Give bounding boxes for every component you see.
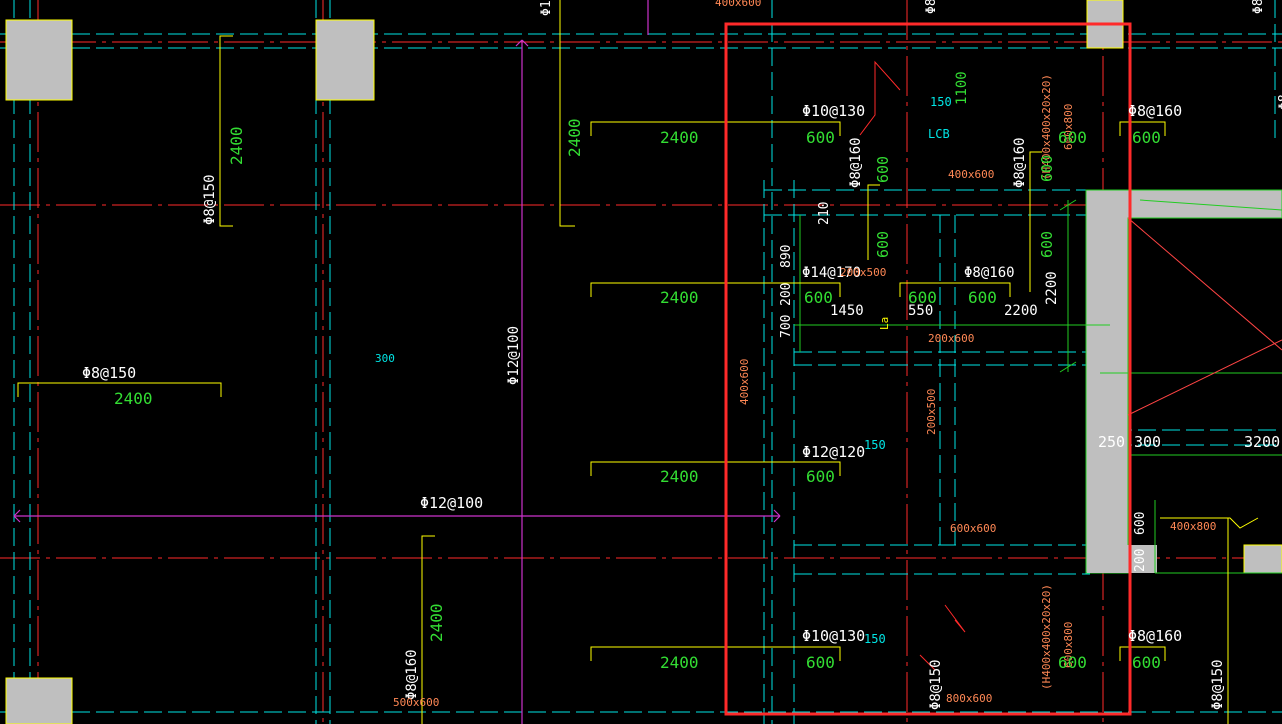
label-bar-12-100-h: Φ12@100: [420, 494, 483, 512]
label-slab-c-len2: 600: [806, 467, 835, 486]
label-bottom-len: 2400: [427, 603, 446, 642]
label-dim-2200-v: 2200: [1044, 271, 1060, 305]
label-vert-len-c: 600: [1038, 155, 1056, 182]
label-dim-1100: 1100: [954, 71, 970, 105]
label-beam-400x600: 400x600: [948, 168, 994, 181]
label-left-top-bar: Φ8@150: [202, 174, 218, 225]
label-left-mid-len: 2400: [114, 389, 153, 408]
label-slab-a-len1: 2400: [660, 128, 699, 147]
label-top-b: Φ8: [924, 0, 939, 14]
label-slab-d-len1: 2400: [660, 653, 699, 672]
label-slab-c-len1: 2400: [660, 467, 699, 486]
label-beam-vert-d2: 600x800: [1062, 622, 1075, 668]
label-right-bar-top: Φ8@160: [1128, 102, 1182, 120]
label-len-600-c: 600: [908, 288, 937, 307]
label-dim-3200: 3200: [1244, 433, 1280, 451]
label-beam-200x500: 200x500: [840, 266, 886, 279]
label-vert-len-c2: 600: [1038, 231, 1056, 258]
label-beam-200x500-v: 200x500: [925, 389, 938, 435]
label-beam-800x600: 800x600: [946, 692, 992, 705]
label-bar-12-100-v: Φ12@100: [506, 326, 522, 385]
break-marks: [859, 60, 966, 671]
label-dim-300: 300: [375, 352, 395, 365]
label-right-len-bot2: 600: [1058, 653, 1087, 672]
label-right-len-bot: 600: [1132, 653, 1161, 672]
label-bar-8-150-b: Φ8@150: [928, 659, 944, 710]
label-bar-14: Φ14@170: [802, 265, 861, 281]
label-slab-b-len2: 600: [804, 288, 833, 307]
label-beam-400x600-v: 400x600: [738, 359, 751, 405]
label-right-len-top2: 600: [1058, 128, 1087, 147]
label-dim-200: 200: [779, 283, 794, 306]
label-dim-150-b: 150: [864, 438, 886, 452]
label-vert-bar-c: Φ8@160: [1012, 137, 1028, 188]
label-left-mid-bar: Φ8@150: [82, 364, 136, 382]
columns: [5, 0, 1282, 724]
label-len-600-d: 600: [968, 288, 997, 307]
label-top-a: 400x600: [715, 0, 761, 9]
label-dim-700: 700: [779, 315, 794, 338]
label-dim-210: 210: [817, 202, 832, 225]
label-bar-8-150-c: Φ8@150: [1210, 659, 1226, 710]
label-vert-len-b2: 600: [874, 231, 892, 258]
label-top-e: Φ8: [1277, 94, 1282, 110]
label-vert-len-b: 600: [874, 156, 892, 183]
label-bar-8-160: Φ8@160: [964, 265, 1015, 281]
label-beam-600x600: 600x600: [950, 522, 996, 535]
label-slab-d-len2: 600: [806, 653, 835, 672]
label-dim-250: 250: [1098, 433, 1125, 451]
wall-stub: [1087, 545, 1157, 573]
label-vert-bar-b: Φ8@160: [848, 137, 864, 188]
label-beam-200x600: 200x600: [928, 332, 974, 345]
label-top-mid-len: 2400: [565, 118, 584, 157]
label-left-top-len: 2400: [227, 126, 246, 165]
label-beam-vert-d: (H400x400x20x20): [1040, 584, 1053, 690]
label-dim-1450: 1450: [830, 303, 864, 319]
label-dim-200-v: 200: [1133, 549, 1148, 572]
highlight-box: [724, 22, 1132, 716]
label-right-bar-bot: Φ8@160: [1128, 627, 1182, 645]
label-dim-550: 550: [908, 303, 933, 319]
label-slab-b-len1: 2400: [660, 288, 699, 307]
label-top-d: Φ1: [539, 0, 554, 16]
label-beam-400x800: 400x800: [1170, 520, 1216, 533]
label-dim-300-b: 300: [1134, 433, 1161, 451]
label-lcb: LCB: [928, 127, 950, 141]
label-la: La: [878, 317, 891, 330]
core-wall: [1085, 189, 1282, 574]
label-beam-vert-a2: 600x800: [1062, 104, 1075, 150]
label-slab-a-bar: Φ10@130: [802, 102, 865, 120]
label-top-c: Φ8: [1251, 0, 1266, 14]
label-slab-a-len2: 600: [806, 128, 835, 147]
label-dim-150-a: 150: [930, 95, 952, 109]
label-dim-2200-h: 2200: [1004, 303, 1038, 319]
void-diagonals: [1127, 217, 1282, 416]
label-bottom-beam: 500x600: [393, 696, 439, 709]
label-bottom-bar-v: Φ8@160: [404, 649, 420, 700]
label-beam-vert-a: (H400x400x20x20): [1040, 74, 1053, 180]
support-bars: [13, 0, 781, 724]
label-bar-12-120: Φ12@120: [802, 443, 865, 461]
label-dim-890: 890: [779, 245, 794, 268]
label-dim-150-c: 150: [864, 632, 886, 646]
label-right-len-top: 600: [1132, 128, 1161, 147]
rebar-brackets: [17, 0, 1259, 724]
label-dim-600-v: 600: [1133, 512, 1148, 535]
label-slab-d-bar: Φ10@130: [802, 627, 865, 645]
